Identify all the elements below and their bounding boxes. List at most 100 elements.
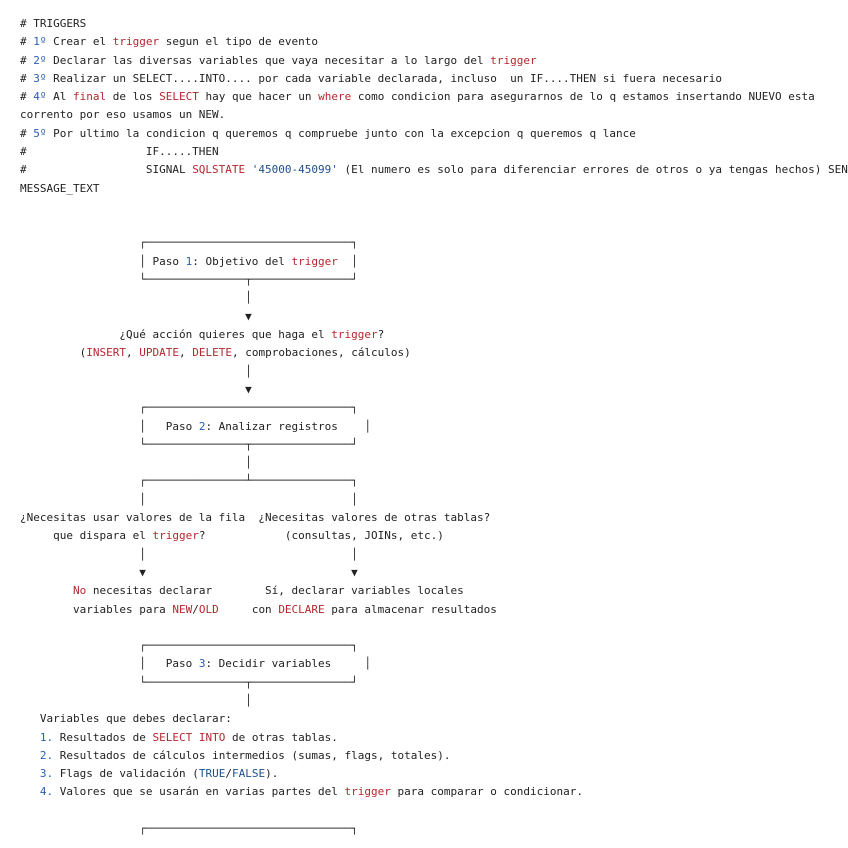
highlighted-token: final — [73, 90, 107, 103]
code-line: └───────────────┬───────────────┘ — [20, 273, 358, 287]
highlighted-token: 2 — [198, 420, 206, 433]
highlighted-token: 3. — [39, 767, 54, 780]
highlighted-token: trigger — [291, 255, 338, 268]
highlighted-token: 1 — [185, 255, 193, 268]
text-token: ( — [20, 346, 87, 359]
text-token: Declarar las diversas variables que vaya… — [46, 54, 491, 67]
text-token: # — [20, 72, 34, 85]
code-line: │ — [20, 291, 252, 305]
text-token: # — [20, 127, 34, 140]
text-token — [20, 731, 40, 744]
code-line: # IF.....THEN — [20, 145, 219, 159]
highlighted-token: trigger — [152, 529, 199, 542]
highlighted-token: trigger — [344, 785, 391, 798]
text-token: # SIGNAL — [20, 163, 193, 176]
text-token: ┌───────────────┴───────────────┐ — [20, 474, 358, 487]
highlighted-token: DECLARE — [278, 603, 325, 616]
code-line: 1. Resultados de SELECT INTO de otras ta… — [20, 731, 338, 745]
text-token: Resultados de cálculos intermedios (suma… — [53, 749, 451, 762]
code-line: │ — [20, 365, 252, 379]
text-token: que dispara el — [20, 529, 153, 542]
text-token — [20, 785, 40, 798]
text-token: , comprobaciones, cálculos) — [231, 346, 411, 359]
text-token: : Objetivo del — [192, 255, 292, 268]
text-token: Variables que debes declarar: — [20, 712, 232, 725]
text-token — [245, 163, 252, 176]
highlighted-token: trigger — [112, 35, 160, 48]
text-token: para comparar o condicionar. — [390, 785, 583, 798]
code-line: ▼ — [20, 383, 252, 397]
text-token: │ — [20, 291, 252, 304]
text-token: hay que hacer un — [198, 90, 319, 103]
text-token: ¿Necesitas usar valores de la fila ¿Nece… — [20, 511, 491, 524]
code-line: No necesitas declarar Sí, declarar varia… — [20, 584, 464, 598]
text-token: │ — [20, 694, 252, 707]
text-token: Resultados de — [53, 731, 153, 744]
highlighted-token: 2. — [39, 749, 54, 762]
text-token: │ Paso — [20, 255, 186, 268]
highlighted-token: FALSE — [231, 767, 266, 780]
code-line: │ Paso 2: Analizar registros │ — [20, 420, 371, 434]
highlighted-token: NEW — [172, 603, 193, 616]
text-token: │ Paso — [20, 657, 199, 670]
code-line: # 2º Declarar las diversas variables que… — [20, 54, 537, 68]
text-token: segun el tipo de evento — [159, 35, 319, 48]
highlighted-token: TRUE — [198, 767, 226, 780]
highlighted-token: DELETE — [192, 346, 232, 359]
code-line: MESSAGE_TEXT — [20, 182, 99, 196]
text-token: ┌───────────────────────────────┐ — [20, 639, 358, 652]
text-token: ? — [377, 328, 385, 341]
text-token: Crear el — [46, 35, 113, 48]
code-line: # 4º Al final de los SELECT hay que hace… — [20, 90, 815, 104]
highlighted-token: 4º — [33, 90, 47, 103]
text-token: # IF.....THEN — [20, 145, 219, 158]
highlighted-token: 3 — [198, 657, 206, 670]
text-token: / — [192, 603, 199, 616]
text-token: ┌───────────────────────────────┐ — [20, 401, 358, 414]
code-line: ┌───────────────────────────────┐ — [20, 639, 358, 653]
text-token: ┌───────────────────────────────┐ — [20, 236, 358, 249]
text-token: │ — [20, 456, 252, 469]
text-token: / — [225, 767, 232, 780]
highlighted-token: SELECT INTO — [152, 731, 226, 744]
code-line: Variables que debes declarar: — [20, 712, 232, 726]
text-token: └───────────────┬───────────────┘ — [20, 273, 358, 286]
text-token: ┌───────────────────────────────┐ — [20, 822, 358, 835]
text-token: Al — [46, 90, 73, 103]
text-token: ? (consultas, JOINs, etc.) — [198, 529, 444, 542]
text-token: ¿Qué acción quieres que haga el — [20, 328, 332, 341]
text-token: # TRIGGERS — [20, 17, 87, 30]
code-line: 4. Valores que se usarán en varias parte… — [20, 785, 583, 799]
highlighted-token: '45000-45099' — [251, 163, 338, 176]
text-token: │ Paso — [20, 420, 199, 433]
highlighted-token: No — [72, 584, 87, 597]
code-line: # 3º Realizar un SELECT....INTO.... por … — [20, 72, 722, 86]
text-token: # — [20, 35, 34, 48]
text-token: MESSAGE_TEXT — [20, 182, 100, 195]
code-line: └───────────────┬───────────────┘ — [20, 676, 358, 690]
text-token: Realizar un SELECT....INTO.... por cada … — [46, 72, 723, 85]
code-line: ┌───────────────────────────────┐ — [20, 822, 358, 836]
highlighted-token: OLD — [198, 603, 219, 616]
text-token: necesitas declarar Sí, declarar variable… — [86, 584, 464, 597]
text-token: ▼ ▼ — [20, 566, 358, 579]
text-token: │ │ — [20, 548, 358, 561]
text-token: │ │ — [20, 493, 358, 506]
code-line: # SIGNAL SQLSTATE '45000-45099' (El nume… — [20, 163, 848, 177]
text-token: (El numero es solo para diferenciar erro… — [337, 163, 848, 176]
code-line: │ — [20, 456, 252, 470]
highlighted-token: SQLSTATE — [192, 163, 246, 176]
text-token: : Analizar registros │ — [205, 420, 372, 433]
text-token: Por ultimo la condicion q queremos q com… — [46, 127, 636, 140]
text-token: ). — [265, 767, 279, 780]
text-token: para almacenar resultados — [324, 603, 497, 616]
text-token — [20, 584, 73, 597]
text-token: │ — [20, 365, 252, 378]
code-line: 3. Flags de validación (TRUE/FALSE). — [20, 767, 278, 781]
text-token: de los — [106, 90, 160, 103]
code-line: # TRIGGERS — [20, 17, 86, 31]
text-token — [20, 749, 40, 762]
highlighted-token: INSERT — [86, 346, 126, 359]
text-token: , — [125, 346, 140, 359]
